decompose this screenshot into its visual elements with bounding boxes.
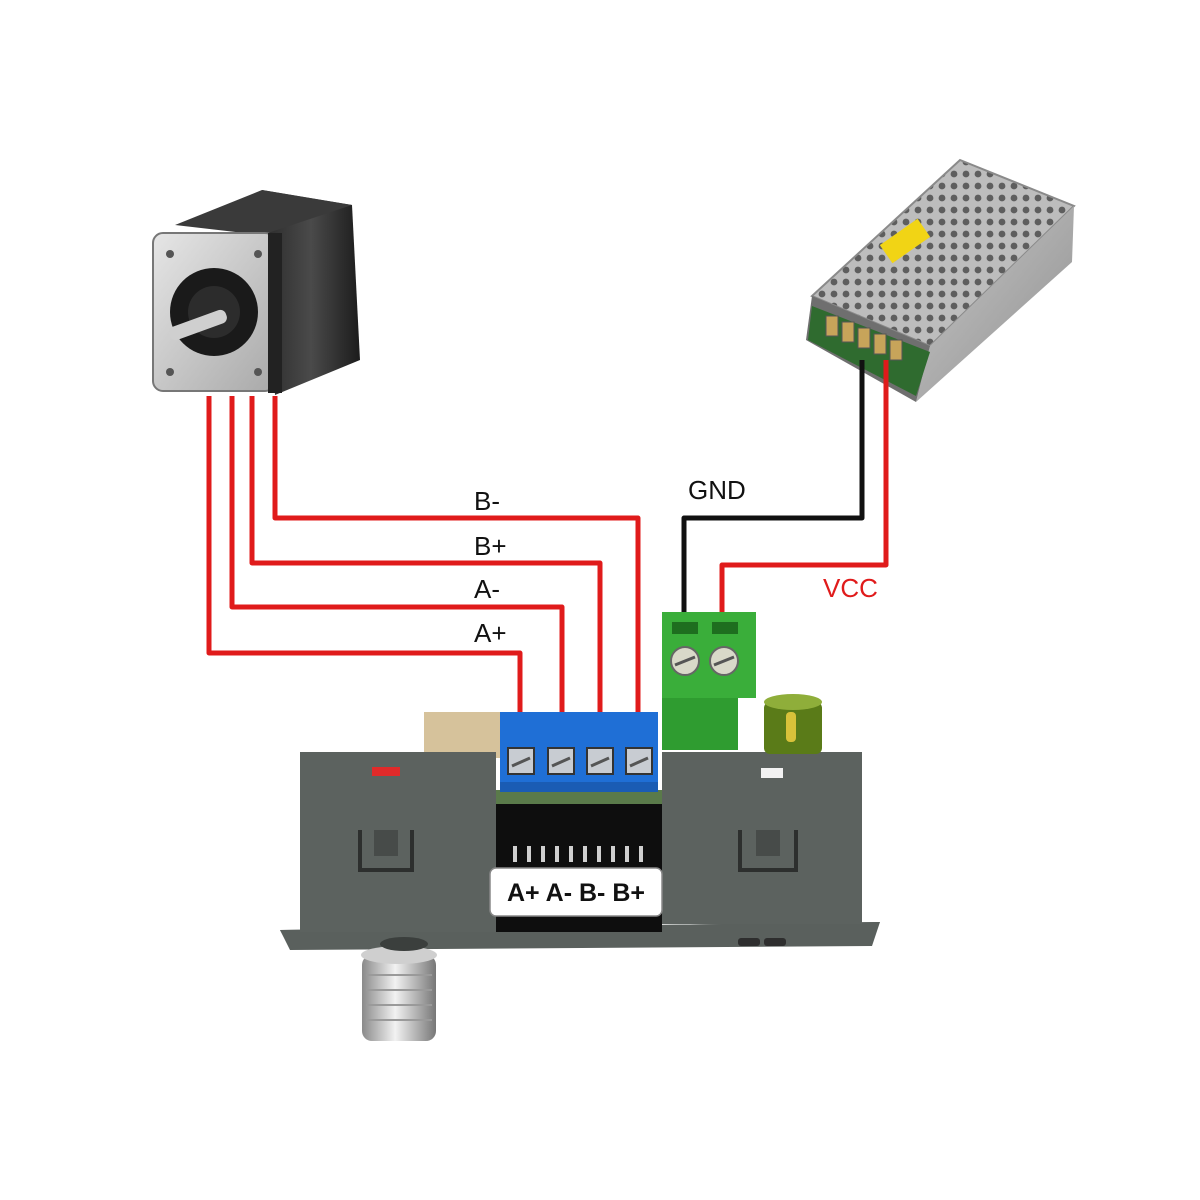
wire-b-minus	[272, 396, 641, 770]
wire-a-minus	[229, 396, 565, 770]
wire-label-vcc: VCC	[823, 573, 878, 603]
driver-board	[280, 694, 880, 1041]
wire-gnd	[681, 360, 865, 660]
terminal-label-strip	[489, 867, 663, 917]
terminal-label-text: A+ A- B- B+	[507, 879, 645, 907]
wire-label-gnd: GND	[688, 475, 746, 505]
wire-label-b-minus: B-	[474, 486, 500, 516]
stepper-motor	[152, 190, 360, 395]
wire-label-a-plus: A+	[474, 618, 507, 648]
wire-label-b-plus: B+	[474, 531, 507, 561]
wire-label-a-minus: A-	[474, 574, 500, 604]
signal-terminal-block	[500, 712, 658, 792]
wire-a-plus	[206, 396, 523, 770]
wire-b-plus	[249, 396, 603, 770]
power-supply	[806, 158, 1076, 402]
power-terminal-block	[662, 612, 756, 750]
